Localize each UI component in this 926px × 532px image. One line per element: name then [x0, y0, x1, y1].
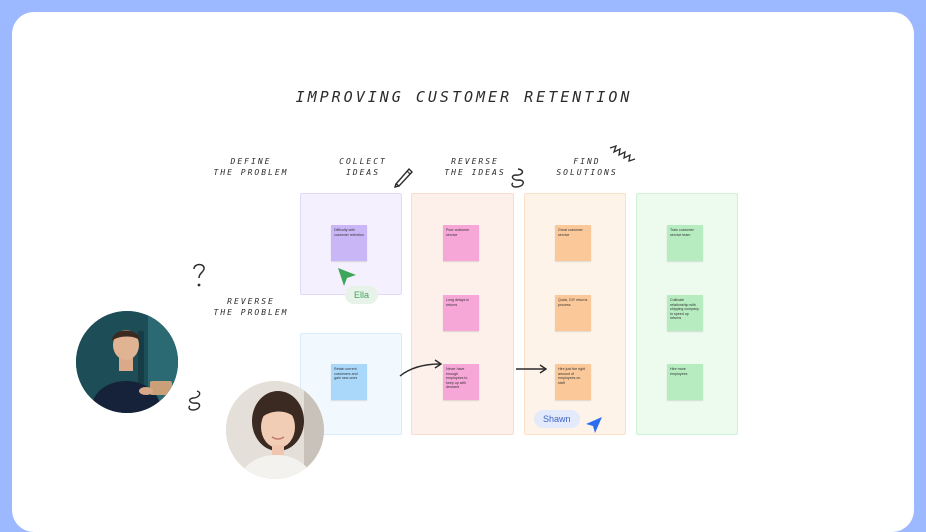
sticky-note[interactable]: Never have enough employees to keep up w… [443, 364, 479, 400]
label-find-solutions: FIND SOLUTIONS [556, 157, 618, 177]
cursor-label-shawn: Shawn [534, 410, 580, 428]
board-title: IMPROVING CUSTOMER RETENTION [295, 88, 633, 106]
avatar-woman-image [226, 381, 324, 479]
sticky-note[interactable]: Poor customer service [443, 225, 479, 261]
sticky-note[interactable]: Long delays in returns [443, 295, 479, 331]
arrow-icon [516, 364, 548, 374]
sticky-note[interactable]: Train customer service team [667, 225, 703, 261]
sticky-note[interactable]: Hire more employees [667, 364, 703, 400]
label-define-problem: DEFINE THE PROBLEM [213, 157, 289, 177]
cursor-icon [586, 417, 602, 433]
squiggle-icon [188, 390, 201, 411]
avatar [76, 311, 178, 413]
squiggle-icon [511, 168, 524, 188]
label-collect-ideas: COLLECT IDEAS [339, 157, 387, 177]
cursor-label-ella: Ella [345, 286, 379, 304]
avatar [226, 381, 324, 479]
question-mark-icon [193, 263, 205, 287]
pencil-icon [393, 167, 413, 188]
sticky-note[interactable]: Difficulty with customer retention [331, 225, 367, 261]
avatar-man-image [76, 311, 178, 413]
sticky-note[interactable]: Quick, DIY returns process [555, 295, 591, 331]
burst-icon [609, 144, 636, 162]
sticky-note[interactable]: Cultivate relationship with shipping com… [667, 295, 703, 331]
sticky-note[interactable]: Great customer service [555, 225, 591, 261]
arrow-icon [399, 359, 443, 377]
sticky-note[interactable]: Hire just the right amount of employees … [555, 364, 591, 400]
label-reverse-ideas: REVERSE THE IDEAS [444, 157, 506, 177]
sticky-note[interactable]: Retain current customers and gain new on… [331, 364, 367, 400]
label-reverse-problem: REVERSE THE PROBLEM [213, 297, 289, 317]
cursor-icon [338, 268, 356, 286]
